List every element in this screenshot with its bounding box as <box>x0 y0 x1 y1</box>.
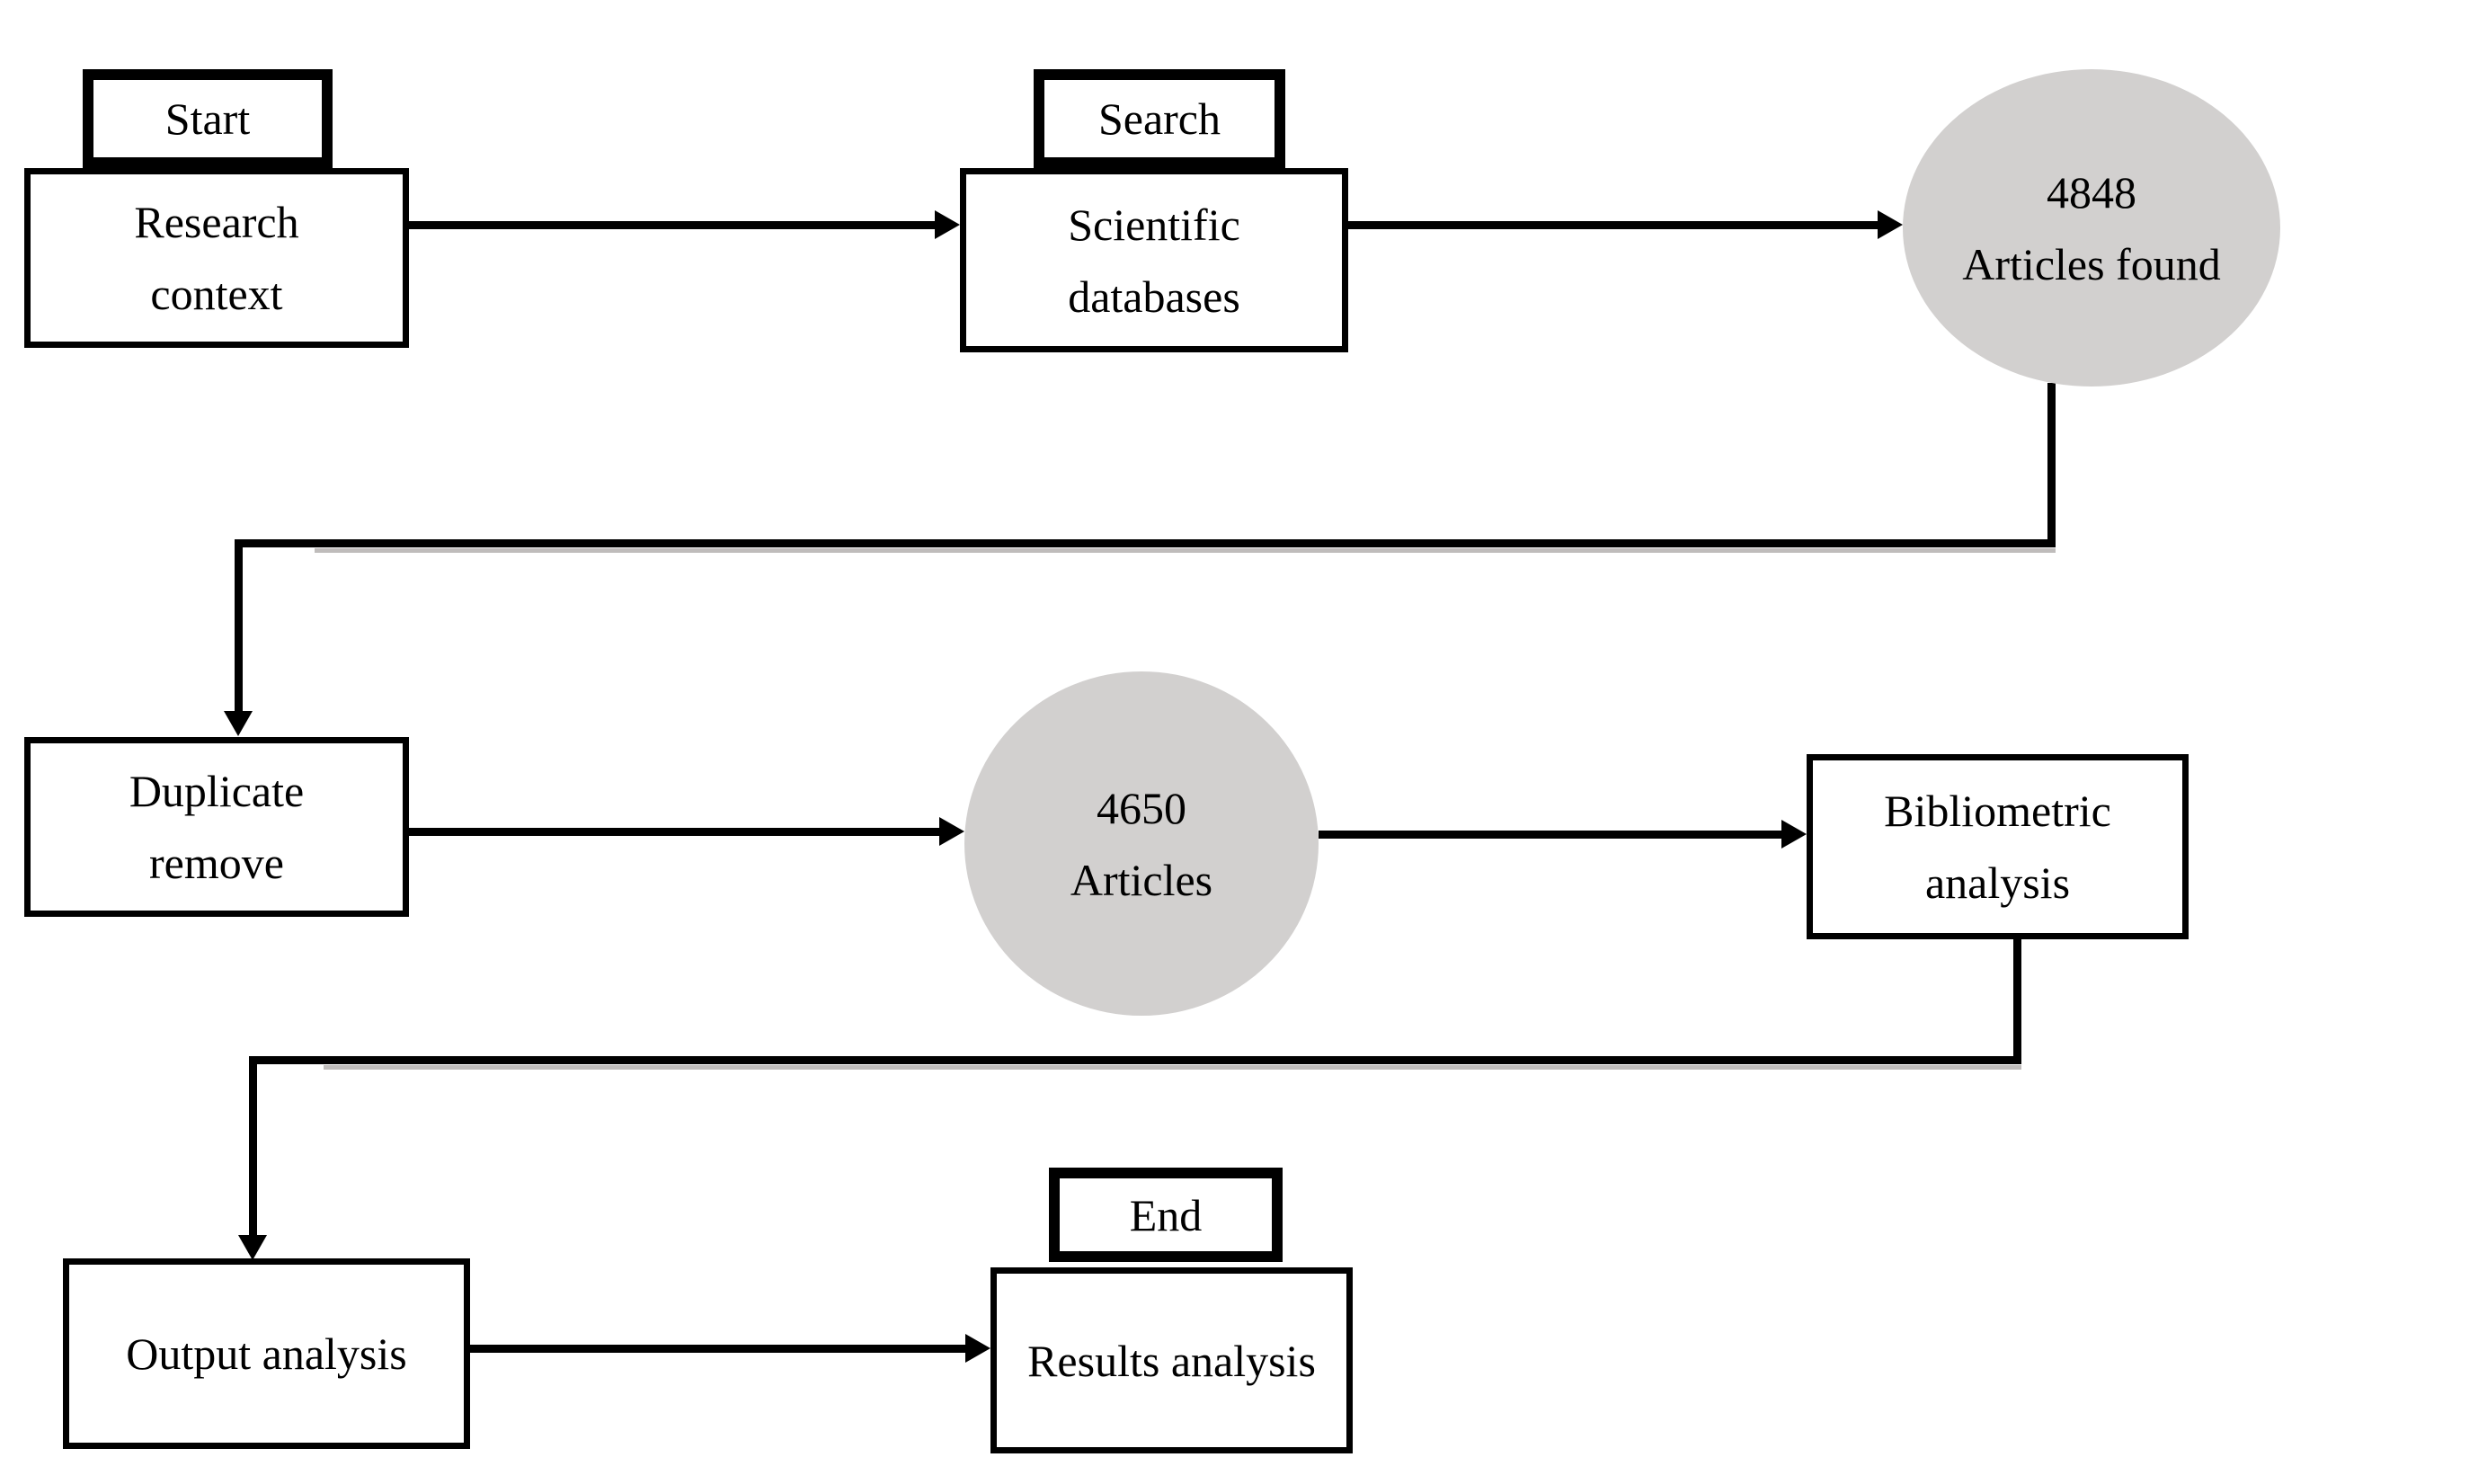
end-label: End <box>1129 1189 1203 1240</box>
duplicate-remove-box: Duplicate remove <box>24 737 409 917</box>
research-context-box: Research context <box>24 168 409 348</box>
articles-deduped-label: 4650 Articles <box>1070 782 1213 905</box>
bibliometric-analysis-label: Bibliometric analysis <box>1884 786 2111 908</box>
arrow-output-to-results <box>470 1332 990 1364</box>
connector-found-to-duplicate-vertical <box>2047 383 2056 547</box>
connector-found-to-duplicate-arrow <box>222 546 254 736</box>
arrowhead-right-icon <box>939 817 964 846</box>
arrow-shaft <box>249 1062 257 1237</box>
connector-found-to-duplicate-horizontal <box>235 539 2056 547</box>
connector-shadow <box>324 1065 2021 1070</box>
output-analysis-label: Output analysis <box>126 1328 407 1379</box>
arrow-shaft <box>470 1345 967 1353</box>
start-label: Start <box>164 93 251 144</box>
arrow-databases-to-found <box>1348 209 1903 241</box>
scientific-databases-box: Scientific databases <box>960 168 1348 352</box>
arrow-articles-to-bibliometric <box>1319 818 1807 850</box>
arrow-shaft <box>1348 221 1879 229</box>
duplicate-remove-label: Duplicate remove <box>129 766 305 888</box>
articles-deduped-ellipse: 4650 Articles <box>964 671 1319 1016</box>
articles-found-label: 4848 Articles found <box>1962 166 2221 289</box>
arrowhead-right-icon <box>1878 210 1903 239</box>
arrowhead-down-icon <box>238 1235 267 1260</box>
results-analysis-label: Results analysis <box>1027 1335 1316 1386</box>
results-analysis-box: Results analysis <box>990 1267 1353 1453</box>
arrowhead-down-icon <box>224 711 253 736</box>
search-label: Search <box>1097 93 1221 144</box>
scientific-databases-label: Scientific databases <box>1068 199 1240 322</box>
start-label-box: Start <box>83 69 333 168</box>
connector-bibliometric-to-output-horizontal <box>249 1056 2021 1064</box>
arrow-shaft <box>235 546 243 713</box>
connector-bibliometric-to-output-vertical <box>2013 939 2021 1063</box>
arrow-duplicate-to-articles <box>409 815 964 848</box>
arrowhead-right-icon <box>935 210 960 239</box>
articles-found-ellipse: 4848 Articles found <box>1903 69 2280 387</box>
bibliometric-analysis-box: Bibliometric analysis <box>1807 754 2189 939</box>
arrow-shaft <box>409 221 937 229</box>
search-label-box: Search <box>1034 69 1285 168</box>
connector-shadow <box>315 548 2056 553</box>
research-context-label: Research context <box>134 197 299 319</box>
arrow-shaft <box>409 828 941 836</box>
arrowhead-right-icon <box>965 1334 990 1363</box>
arrow-research-to-databases <box>409 209 960 241</box>
connector-bibliometric-to-output-arrow <box>236 1062 269 1260</box>
arrowhead-right-icon <box>1781 820 1807 849</box>
end-label-box: End <box>1049 1168 1283 1262</box>
arrow-shaft <box>1319 831 1783 839</box>
output-analysis-box: Output analysis <box>63 1258 470 1449</box>
